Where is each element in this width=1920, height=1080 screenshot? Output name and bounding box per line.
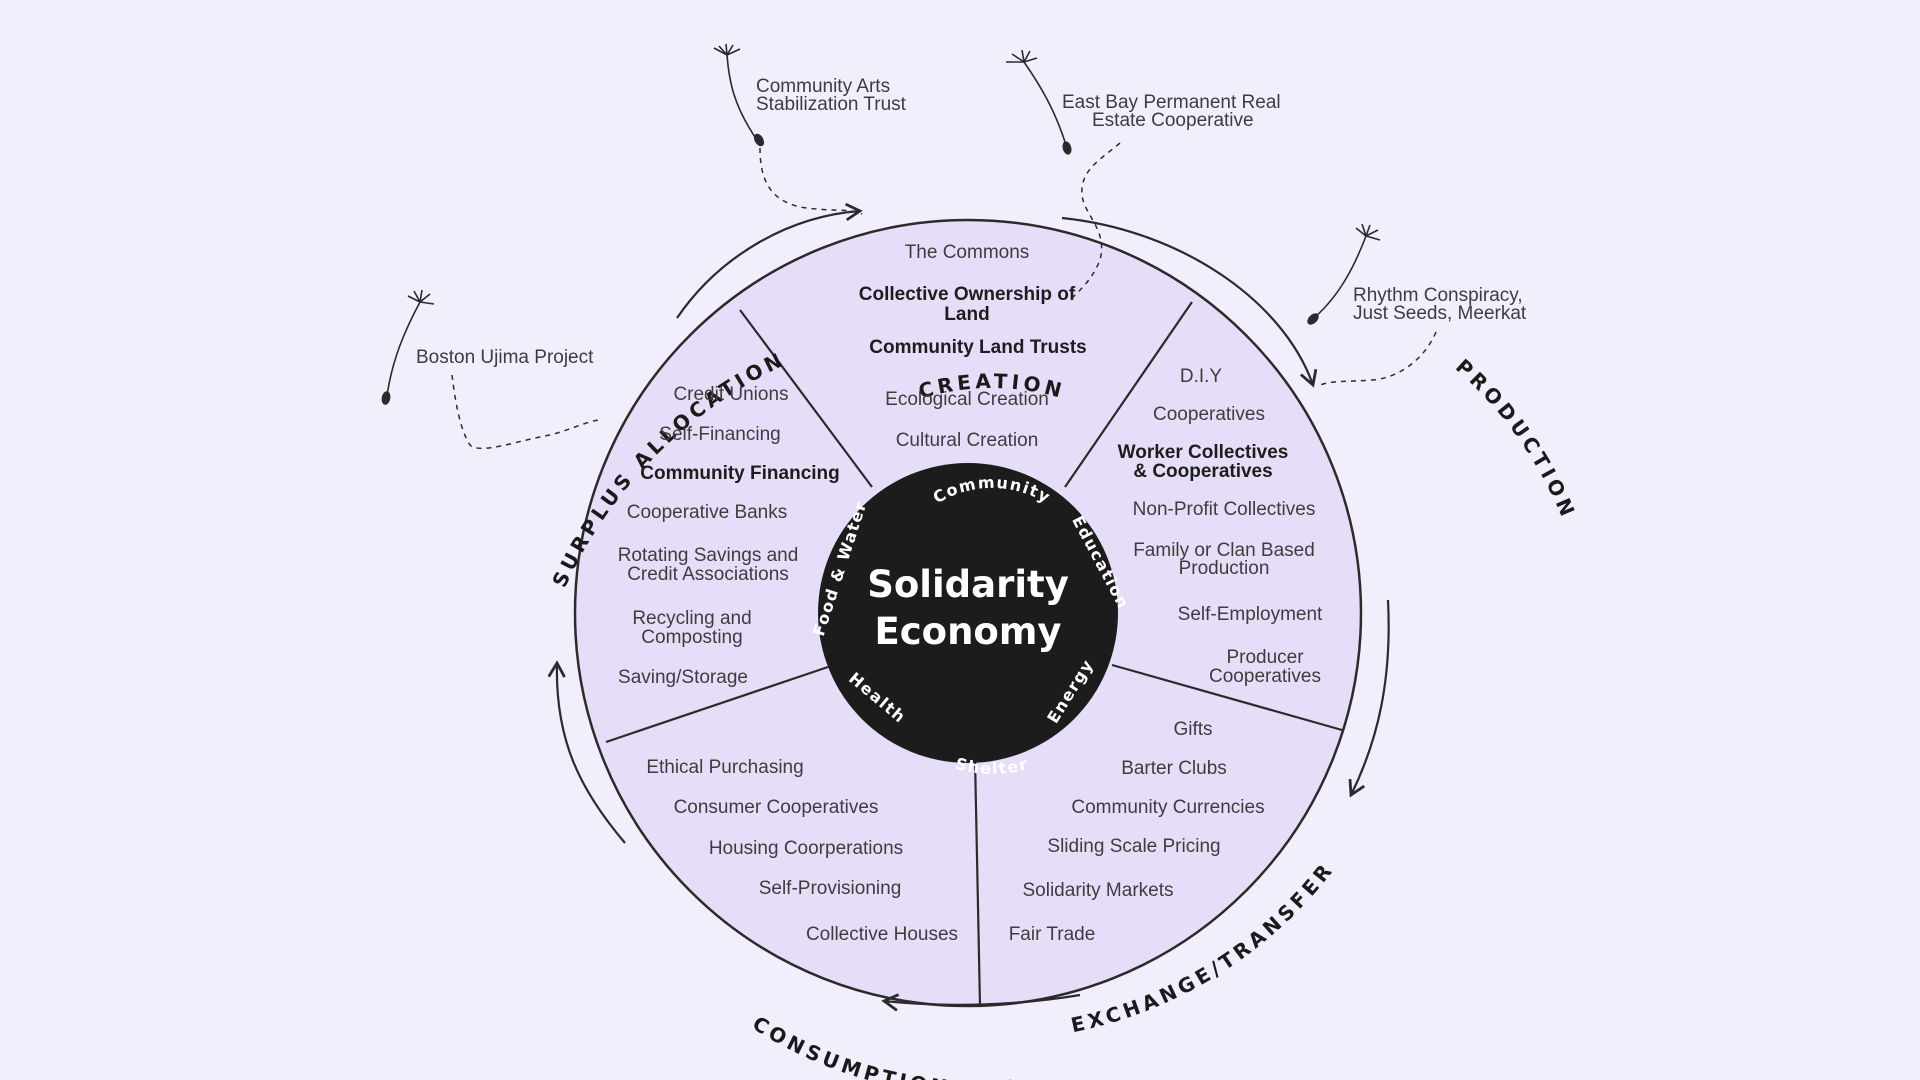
list-item: Non-Profit Collectives	[1133, 499, 1316, 520]
list-item: Production	[1179, 558, 1270, 579]
dandelion-seed-icon	[713, 43, 765, 147]
list-item: Community Currencies	[1071, 797, 1264, 818]
example-rhythm: Rhythm Conspiracy, Just Seeds, Meerkat	[1307, 223, 1527, 387]
stage-label-consumption: CONSUMPTION/USE	[748, 1011, 1018, 1080]
list-item: Producer	[1226, 647, 1304, 668]
example-label: Just Seeds, Meerkat	[1353, 303, 1527, 324]
sector-creation: The Commons Collective Ownership of Land…	[859, 242, 1087, 451]
center-hub	[818, 463, 1118, 763]
dashed-connector	[451, 374, 601, 450]
list-item: Credit Associations	[627, 564, 789, 585]
sector-production: D.I.Y Cooperatives Worker Collectives & …	[1118, 366, 1323, 687]
divider-surplus-creation	[739, 309, 873, 488]
list-item: Housing Coorperations	[709, 838, 903, 859]
sector-consumption: Ethical Purchasing Consumer Cooperatives…	[646, 757, 958, 945]
list-item-bold: Community Land Trusts	[869, 337, 1086, 358]
arrow-production-to-exchange	[1348, 599, 1390, 798]
list-item: Barter Clubs	[1121, 758, 1227, 779]
example-eastbay: East Bay Permanent Real Estate Cooperati…	[1006, 49, 1281, 301]
list-item: Rotating Savings and	[618, 545, 799, 566]
list-item-bold: Land	[944, 304, 989, 325]
list-item: Composting	[641, 627, 742, 648]
example-label: Estate Cooperative	[1092, 110, 1254, 131]
list-item: Ethical Purchasing	[646, 757, 803, 778]
list-item: Cooperatives	[1209, 666, 1321, 687]
arrow-surplus-to-creation	[676, 202, 863, 319]
divider-production-exchange	[1111, 663, 1343, 732]
list-item: Saving/Storage	[618, 667, 748, 688]
list-item-bold: Worker Collectives	[1118, 442, 1289, 463]
stage-label-production: PRODUCTION	[1451, 354, 1581, 523]
sector-dividers	[605, 301, 1343, 1007]
dashed-connector	[759, 147, 863, 215]
example-label: Boston Ujima Project	[416, 347, 594, 368]
dashed-connector	[1069, 142, 1121, 301]
list-item: Consumer Cooperatives	[674, 797, 879, 818]
list-item: Recycling and	[632, 608, 751, 629]
dashed-connector	[1317, 331, 1437, 387]
list-item: Gifts	[1173, 719, 1212, 740]
divider-consumption-surplus	[605, 665, 829, 744]
list-item: Collective Houses	[806, 924, 958, 945]
list-item: Self-Financing	[659, 424, 780, 445]
arrow-creation-to-production	[1061, 216, 1318, 388]
divider-exchange-consumption	[973, 757, 982, 1007]
example-label: East Bay Permanent Real	[1062, 92, 1281, 113]
list-item: The Commons	[905, 242, 1030, 263]
list-item: Sliding Scale Pricing	[1047, 836, 1220, 857]
center-title-line1: Solidarity	[867, 563, 1069, 606]
example-arts: Community Arts Stabilization Trust	[713, 43, 907, 215]
list-item-bold: & Cooperatives	[1133, 461, 1272, 482]
list-item: Solidarity Markets	[1023, 880, 1174, 901]
list-item-bold: Collective Ownership of	[859, 284, 1076, 305]
example-label: Community Arts	[756, 76, 890, 97]
dandelion-seed-icon	[1006, 49, 1072, 155]
list-item: Fair Trade	[1009, 924, 1096, 945]
dandelion-seed-icon	[381, 289, 435, 405]
sector-surplus: Credit Unions Self-Financing Community F…	[618, 384, 840, 688]
example-label: Stabilization Trust	[756, 94, 907, 115]
example-label: Rhythm Conspiracy,	[1353, 285, 1523, 306]
center-title-line2: Economy	[874, 610, 1061, 653]
sector-exchange: Gifts Barter Clubs Community Currencies …	[1009, 719, 1265, 945]
list-item: Self-Provisioning	[759, 878, 902, 899]
list-item: Cooperative Banks	[627, 502, 788, 523]
dandelion-seed-icon	[1307, 223, 1381, 325]
arrow-exchange-to-consumption	[881, 993, 1081, 1012]
list-item-bold: Community Financing	[640, 463, 840, 484]
list-item: Family or Clan Based	[1133, 540, 1315, 561]
cycle-arrows	[547, 202, 1390, 1012]
list-item: Cooperatives	[1153, 404, 1265, 425]
list-item: Credit Unions	[673, 384, 788, 405]
arrow-consumption-to-surplus	[547, 660, 626, 844]
list-item: D.I.Y	[1180, 366, 1223, 387]
list-item: Self-Employment	[1178, 604, 1323, 625]
list-item: Cultural Creation	[896, 430, 1039, 451]
example-ujima: Boston Ujima Project	[381, 289, 601, 450]
list-item: Ecological Creation	[885, 389, 1049, 410]
divider-creation-production	[1064, 301, 1193, 488]
